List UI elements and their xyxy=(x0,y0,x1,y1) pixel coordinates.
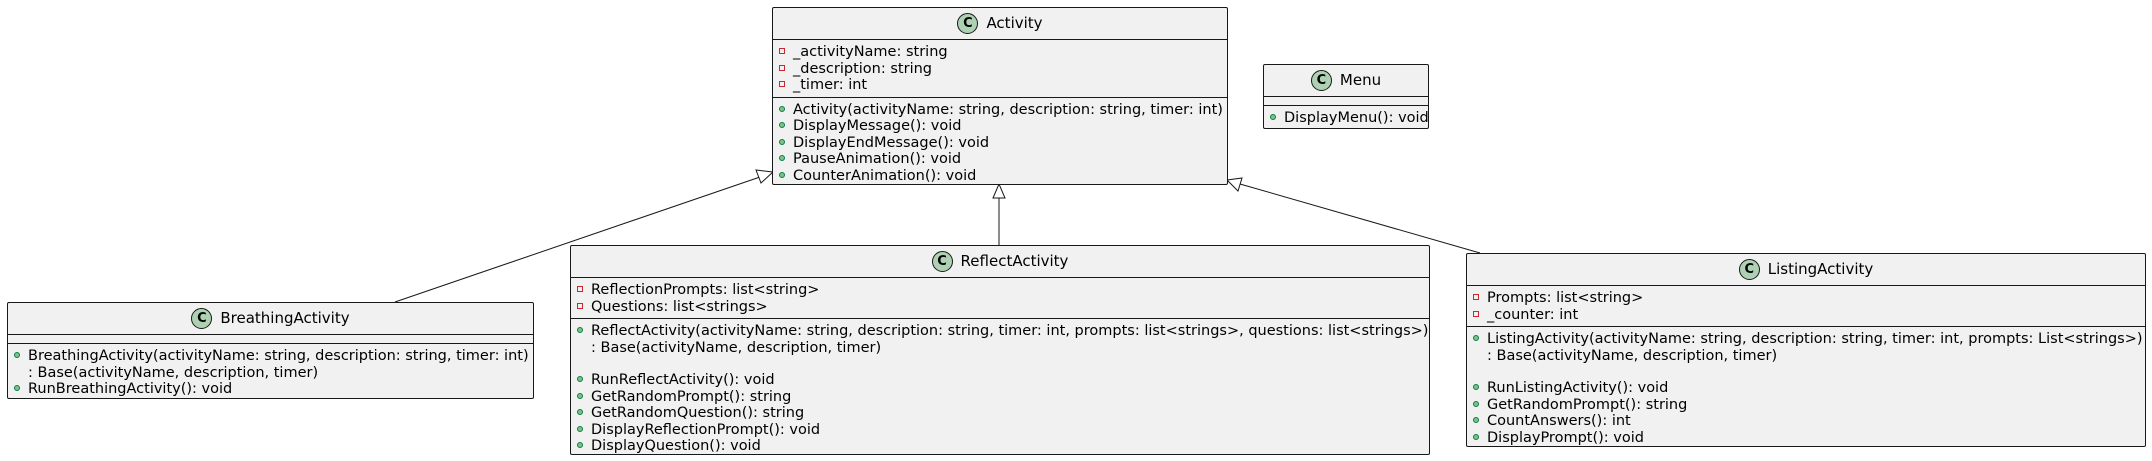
class-name: ReflectActivity xyxy=(960,252,1069,271)
attribute-section: Prompts: list<string> _counter: int xyxy=(1467,286,2145,327)
method-row: RunListingActivity(): void xyxy=(1467,380,2145,397)
attribute-row: _timer: int xyxy=(773,77,1227,94)
public-icon xyxy=(1270,114,1276,120)
private-icon xyxy=(577,302,583,309)
class-activity[interactable]: C Activity _activityName: string _descri… xyxy=(772,7,1228,185)
public-icon xyxy=(779,138,785,145)
class-reflect-activity[interactable]: C ReflectActivity ReflectionPrompts: lis… xyxy=(570,245,1430,455)
method-section: ListingActivity(activityName: string, de… xyxy=(1467,327,2145,449)
edge-reflect-arrowhead xyxy=(992,182,1006,199)
public-icon xyxy=(1473,384,1479,390)
public-icon xyxy=(577,442,583,448)
private-icon xyxy=(779,48,785,54)
method-row: DisplayMessage(): void xyxy=(773,118,1227,135)
private-icon xyxy=(779,64,785,71)
method-row: DisplayMenu(): void xyxy=(1264,110,1429,127)
class-stereotype-icon: C xyxy=(1310,70,1332,91)
method-row: BreathingActivity(activityName: string, … xyxy=(8,348,533,365)
method-row: DisplayEndMessage(): void xyxy=(773,135,1227,152)
class-stereotype-icon: C xyxy=(1738,259,1760,280)
attribute-section: _activityName: string _description: stri… xyxy=(773,40,1227,98)
method-section: DisplayMenu(): void xyxy=(1264,106,1429,130)
private-icon xyxy=(1473,294,1479,300)
method-row: CountAnswers(): int xyxy=(1467,413,2145,430)
private-icon xyxy=(779,81,785,87)
public-icon xyxy=(14,385,20,391)
class-header: C Menu xyxy=(1264,65,1428,97)
edge-breathing-to-activity xyxy=(394,176,761,303)
method-row-continuation: : Base(activityName, description, timer) xyxy=(1487,347,1778,364)
class-name: Activity xyxy=(986,14,1043,33)
method-row: PauseAnimation(): void xyxy=(773,151,1227,168)
method-row-continuation: : Base(activityName, description, timer) xyxy=(591,339,882,356)
method-row: DisplayPrompt(): void xyxy=(1467,430,2145,447)
class-menu[interactable]: C Menu DisplayMenu(): void xyxy=(1263,64,1429,129)
method-row: GetRandomPrompt(): string xyxy=(1467,397,2145,414)
class-breathing-activity[interactable]: C BreathingActivity BreathingActivity(ac… xyxy=(7,302,534,399)
attribute-row: _counter: int xyxy=(1467,307,2145,324)
attribute-row: ReflectionPrompts: list<string> xyxy=(571,282,1429,299)
class-name: ListingActivity xyxy=(1767,260,1874,279)
class-stereotype-icon: C xyxy=(191,308,213,329)
attribute-section: ReflectionPrompts: list<string> Question… xyxy=(571,278,1429,319)
method-row: ReflectActivity(activityName: string, de… xyxy=(571,323,1429,340)
attribute-row: Questions: list<strings> xyxy=(571,299,1429,316)
method-row: CounterAnimation(): void xyxy=(773,168,1227,185)
method-row: GetRandomPrompt(): string xyxy=(571,389,1429,406)
method-row: RunBreathingActivity(): void xyxy=(8,381,533,398)
attribute-row: _activityName: string xyxy=(773,44,1227,61)
method-row: ListingActivity(activityName: string, de… xyxy=(1467,331,2145,348)
public-icon xyxy=(779,155,785,161)
public-icon xyxy=(577,409,583,415)
public-icon xyxy=(779,105,785,112)
class-header: C Activity xyxy=(773,8,1227,40)
method-row: Activity(activityName: string, descripti… xyxy=(773,102,1227,119)
method-row: DisplayReflectionPrompt(): void xyxy=(571,422,1429,439)
public-icon xyxy=(577,376,583,382)
private-icon xyxy=(1473,310,1479,317)
class-header: C ReflectActivity xyxy=(571,246,1429,278)
method-spacer xyxy=(571,356,1429,372)
method-row: RunReflectActivity(): void xyxy=(571,372,1429,389)
method-section: Activity(activityName: string, descripti… xyxy=(773,98,1227,188)
edge-listing-arrowhead xyxy=(1225,177,1243,192)
private-icon xyxy=(577,286,583,292)
method-row: GetRandomQuestion(): string xyxy=(571,405,1429,422)
attribute-section xyxy=(8,335,533,344)
public-icon xyxy=(779,171,785,178)
method-row-continuation: : Base(activityName, description, timer) xyxy=(28,364,319,381)
public-icon xyxy=(577,425,583,432)
public-icon xyxy=(1473,335,1479,341)
method-row: DisplayQuestion(): void xyxy=(571,438,1429,455)
method-section: BreathingActivity(activityName: string, … xyxy=(8,344,533,401)
attribute-row: _description: string xyxy=(773,61,1227,78)
class-stereotype-icon: C xyxy=(931,251,953,272)
method-section: ReflectActivity(activityName: string, de… xyxy=(571,319,1429,458)
class-stereotype-icon: C xyxy=(957,13,979,34)
attribute-row: Prompts: list<string> xyxy=(1467,290,2145,307)
attribute-section xyxy=(1264,97,1428,106)
class-header: C ListingActivity xyxy=(1467,254,2145,286)
method-spacer xyxy=(1467,364,2145,380)
class-listing-activity[interactable]: C ListingActivity Prompts: list<string> … xyxy=(1466,253,2146,447)
class-name: Menu xyxy=(1339,71,1382,90)
public-icon xyxy=(1473,417,1479,423)
public-icon xyxy=(577,327,583,333)
class-name: BreathingActivity xyxy=(220,309,350,328)
public-icon xyxy=(1473,433,1479,440)
public-icon xyxy=(14,352,20,358)
class-header: C BreathingActivity xyxy=(8,303,533,335)
public-icon xyxy=(779,122,785,128)
public-icon xyxy=(577,392,583,399)
public-icon xyxy=(1473,400,1479,407)
edge-listing-to-activity xyxy=(1239,183,1481,254)
edge-breathing-arrowhead xyxy=(755,169,775,184)
